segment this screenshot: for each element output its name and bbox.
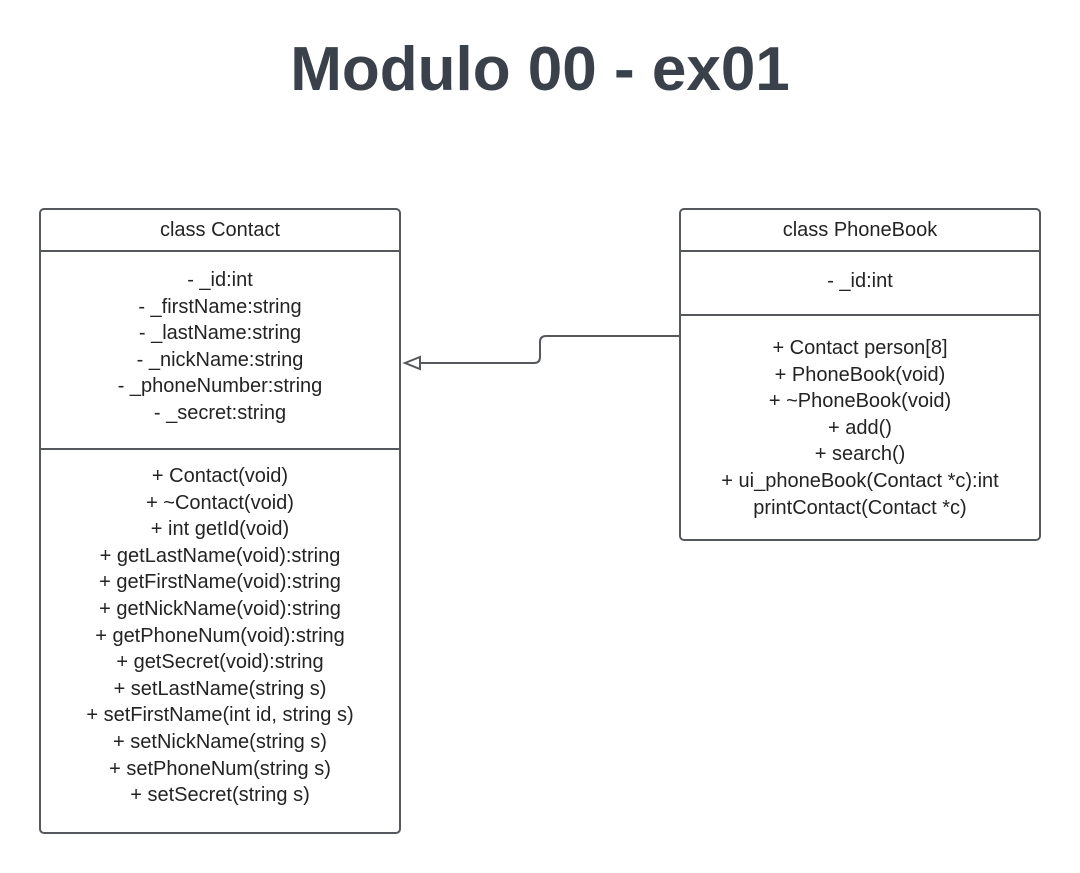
- attribute: - _lastName:string: [138, 322, 302, 345]
- operation: + getNickName(void):string: [99, 597, 341, 620]
- class-phonebook-name: class PhoneBook: [681, 210, 1039, 252]
- operation: + setFirstName(int id, string s): [86, 704, 354, 727]
- attribute: - _nickName:string: [136, 348, 304, 371]
- operation: + search(): [814, 443, 906, 466]
- operation: printContact(Contact *c): [753, 496, 967, 519]
- class-contact-operations: + Contact(void) + ~Contact(void) + int get…: [41, 450, 399, 809]
- attribute: - _id:int: [187, 269, 253, 291]
- operation: + ~Contact(void): [146, 491, 294, 514]
- class-phonebook-attributes: - _id:int: [681, 252, 1039, 316]
- operation: + add(): [828, 416, 892, 439]
- operation: + getPhoneNum(void):string: [95, 624, 345, 647]
- attribute: - _firstName:string: [138, 295, 302, 318]
- operation: + getLastName(void):string: [99, 544, 341, 567]
- attribute: - _id:int: [827, 270, 893, 292]
- attribute: - _secret:string: [153, 401, 287, 424]
- attribute: - _phoneNumber:string: [117, 375, 323, 398]
- page-title: Modulo 00 - ex01: [290, 35, 790, 104]
- operation: + setLastName(string s): [113, 677, 327, 700]
- operation: + Contact person[8]: [772, 337, 948, 359]
- operation: + getFirstName(void):string: [99, 571, 341, 594]
- operation: + ~PhoneBook(void): [768, 390, 952, 413]
- class-contact-name: class Contact: [41, 210, 399, 252]
- operation: + Contact(void): [151, 465, 289, 487]
- class-contact-attributes: - _id:int - _firstName:string - _lastName:…: [41, 252, 399, 450]
- operation: + setPhoneNum(string s): [109, 757, 331, 780]
- operation: + setNickName(string s): [113, 730, 327, 753]
- operation: + setSecret(string s): [130, 784, 310, 807]
- operation: + getSecret(void):string: [116, 651, 324, 674]
- class-phonebook-operations: + Contact person[8] + PhoneBook(void) + ~P…: [681, 316, 1039, 521]
- operation: + ui_phoneBook(Contact *c):int: [721, 469, 999, 492]
- connector-line: [420, 335, 679, 364]
- operation: + PhoneBook(void): [774, 363, 946, 386]
- class-contact-box[interactable]: class Contact - _id:int - _firstName:stri…: [39, 208, 401, 834]
- operation: + int getId(void): [150, 518, 290, 541]
- class-phonebook-box[interactable]: class PhoneBook - _id:int + Contact pers…: [679, 208, 1041, 541]
- arrowhead-icon: [402, 355, 421, 371]
